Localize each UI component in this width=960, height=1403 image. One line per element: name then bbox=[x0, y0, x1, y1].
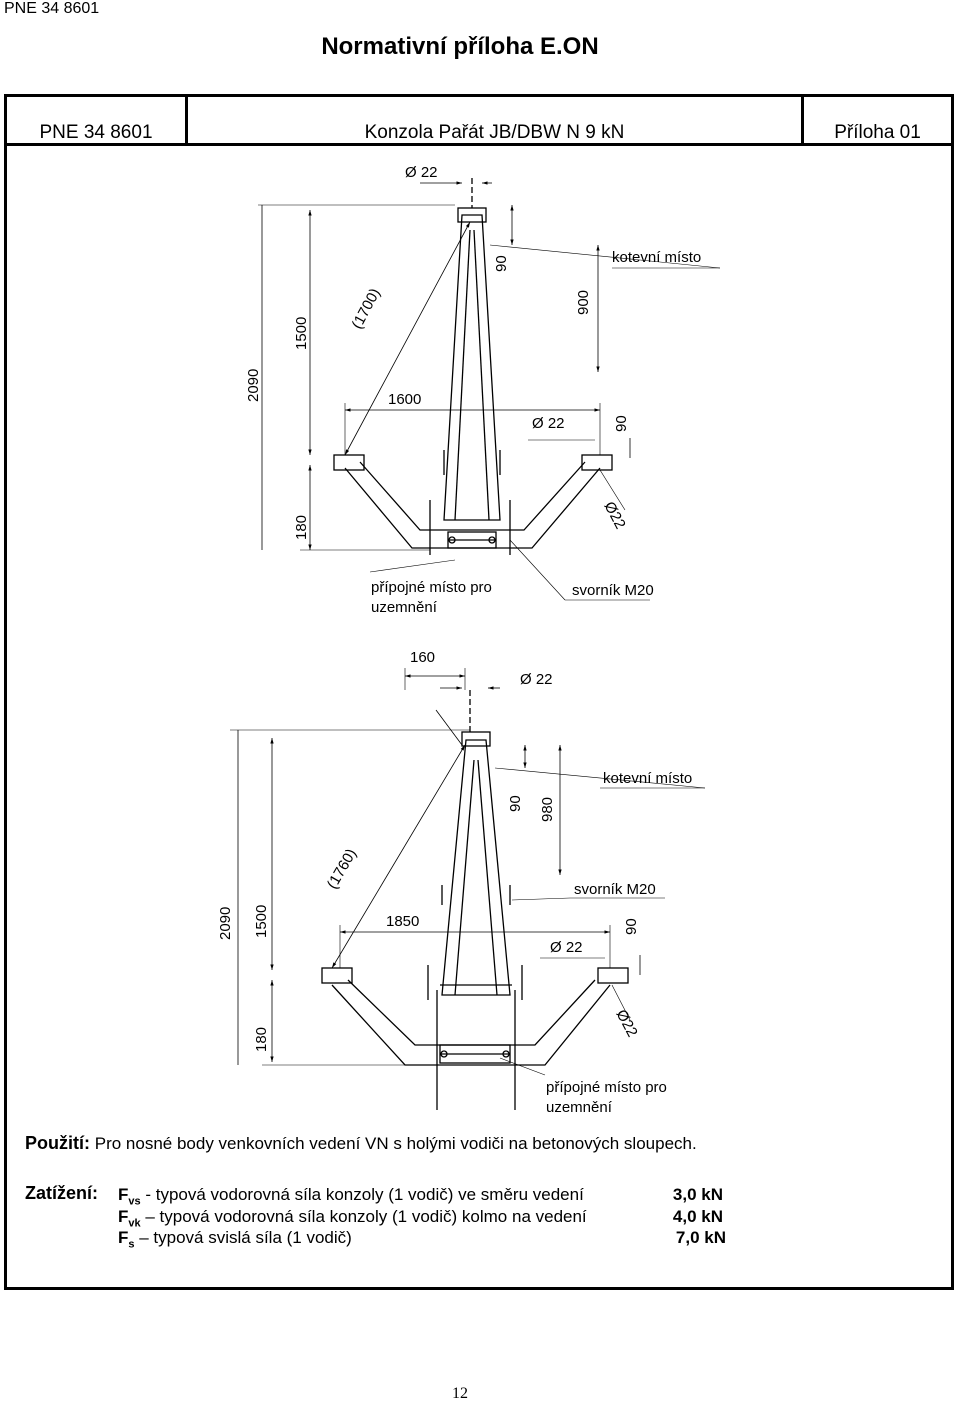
bottom-d980-label: 980 bbox=[539, 797, 556, 822]
document-frame: PNE 34 8601 Konzola Pařát JB/DBW N 9 kN … bbox=[4, 94, 954, 1290]
top-arm-dia: Ø22 bbox=[600, 499, 628, 532]
bottom-d2090-label: 2090 bbox=[217, 907, 234, 940]
load-value-fvk: 4,0 kN bbox=[672, 1207, 723, 1226]
usage-line: Použití: Pro nosné body venkovních veden… bbox=[25, 1133, 697, 1154]
bottom-d160-label: 160 bbox=[410, 649, 435, 666]
loads-label: Zatížení: bbox=[25, 1183, 99, 1203]
bottom-d90-label: 90 bbox=[507, 795, 524, 812]
top-d1700-label: (1700) bbox=[349, 286, 384, 332]
drawing-top bbox=[258, 178, 721, 601]
load-value-fvs: 3,0 kN bbox=[672, 1185, 723, 1204]
top-anchor-label: kotevní místo bbox=[612, 249, 701, 266]
bottom-bolt-label: svorník M20 bbox=[574, 881, 656, 898]
bottom-d1760-label: (1760) bbox=[324, 846, 360, 892]
bottom-d1850-label: 1850 bbox=[386, 913, 419, 930]
bottom-bolt-dia: Ø 22 bbox=[520, 671, 553, 688]
top-d1600-label: 1600 bbox=[388, 391, 421, 408]
load-row-fs: Fs – typová svislá síla (1 vodič) bbox=[118, 1228, 352, 1251]
usage-label: Použití: bbox=[25, 1133, 90, 1153]
top-d180-label: 180 bbox=[293, 515, 310, 540]
load-row-fvs: Fvs - typová vodorovná síla konzoly (1 v… bbox=[118, 1185, 584, 1208]
page-title: Normativní příloha E.ON bbox=[321, 33, 599, 60]
bottom-ground-label-1: přípojné místo pro bbox=[546, 1079, 667, 1096]
bottom-anchor-label: kotevní místo bbox=[603, 770, 692, 787]
top-d900-label: 900 bbox=[575, 290, 592, 315]
top-d90-mid-label: 90 bbox=[613, 415, 630, 432]
top-bolt-dia-mid: Ø 22 bbox=[532, 415, 565, 432]
page-number: 12 bbox=[452, 1385, 468, 1402]
top-ground-label-2: uzemnění bbox=[371, 599, 438, 616]
top-bolt-label: svorník M20 bbox=[572, 582, 654, 599]
bottom-d180-label: 180 bbox=[253, 1027, 270, 1052]
technical-drawings: Ø 22 90 kotevní místo 900 (1700) 1500 20… bbox=[217, 164, 721, 1116]
doc-code: PNE 34 8601 bbox=[4, 0, 100, 17]
load-row-fvk: Fvk – typová vodorovná síla konzoly (1 v… bbox=[118, 1207, 587, 1230]
bottom-ground-label-2: uzemnění bbox=[546, 1099, 613, 1116]
top-d1500-label: 1500 bbox=[293, 317, 310, 350]
top-ground-label-1: přípojné místo pro bbox=[371, 579, 492, 596]
top-d90-label: 90 bbox=[493, 255, 510, 272]
bottom-bolt-dia-mid: Ø 22 bbox=[550, 939, 583, 956]
header-name: Konzola Pařát JB/DBW N 9 kN bbox=[188, 97, 804, 146]
top-d2090-label: 2090 bbox=[245, 369, 262, 402]
bottom-d90-mid-label: 90 bbox=[623, 918, 640, 935]
usage-text: Pro nosné body venkovních vedení VN s ho… bbox=[94, 1134, 697, 1153]
top-bolt-dia: Ø 22 bbox=[405, 164, 438, 181]
drawing-bottom bbox=[230, 668, 706, 1110]
bottom-arm-dia: Ø22 bbox=[612, 1007, 640, 1040]
header-appendix: Příloha 01 bbox=[804, 97, 951, 146]
bottom-d1500-label: 1500 bbox=[253, 905, 270, 938]
header-standard: PNE 34 8601 bbox=[7, 97, 188, 146]
load-value-fs: 7,0 kN bbox=[675, 1228, 726, 1247]
